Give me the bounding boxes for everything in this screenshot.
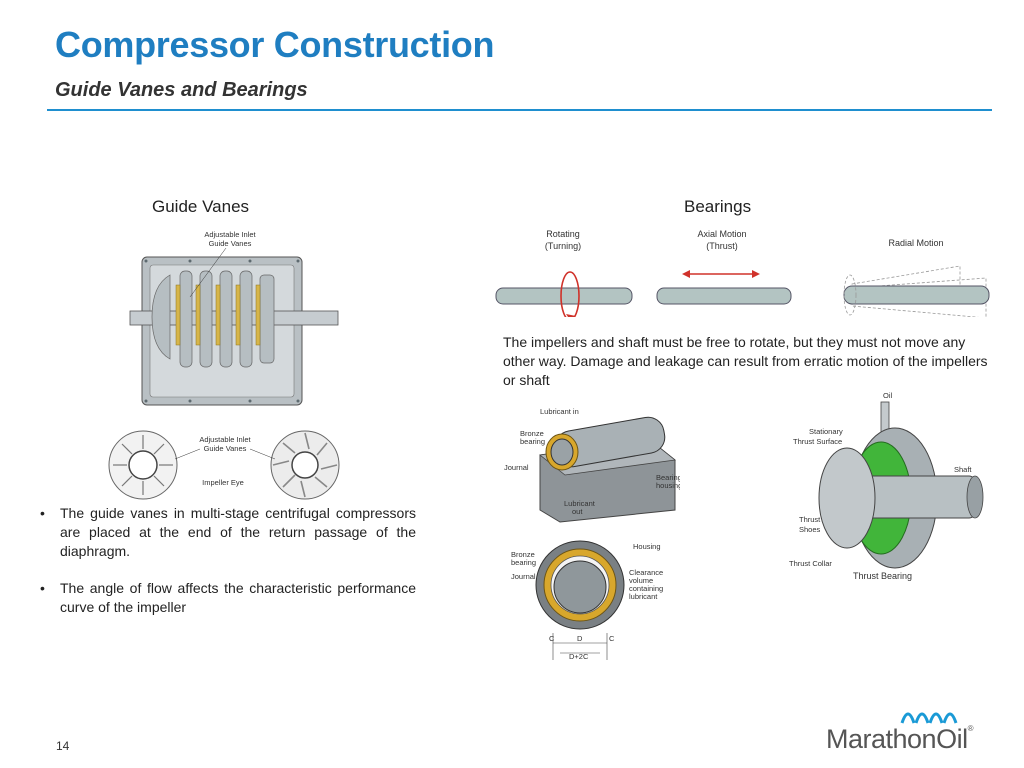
- svg-text:containing: containing: [629, 584, 663, 593]
- radial-label: Radial Motion: [888, 238, 943, 248]
- dim-d: D: [577, 634, 583, 643]
- svg-text:out: out: [572, 507, 583, 516]
- bullet-dot: •: [40, 580, 45, 596]
- bullet-text: The guide vanes in multi-stage centrifug…: [60, 505, 416, 559]
- axial-shaft: [656, 270, 792, 305]
- title-divider: [47, 109, 992, 111]
- section-journal-label: Journal: [511, 572, 536, 581]
- svg-text:volume: volume: [629, 576, 653, 585]
- shaft-label: Shaft: [954, 465, 972, 474]
- rotating-label-2: (Turning): [545, 241, 581, 251]
- rotating-label-1: Rotating: [546, 229, 580, 239]
- oil-label: Oil: [883, 391, 893, 400]
- marathon-oil-logo-text: MarathonOil®: [826, 724, 974, 755]
- left-vane-ring: [108, 430, 178, 500]
- stationary-label-1: Stationary: [809, 427, 843, 436]
- dim-c-left: C: [549, 634, 555, 643]
- gv-bottom-label-1: Adjustable Inlet: [199, 435, 251, 444]
- lubricant-in-label: Lubricant in: [540, 407, 579, 416]
- lubricant-out-label: Lubricant: [564, 499, 596, 508]
- thrust-bearing-label: Thrust Bearing: [853, 571, 912, 581]
- svg-text:housing: housing: [656, 481, 680, 490]
- journal-label: Journal: [504, 463, 529, 472]
- right-vane-ring: [270, 430, 340, 500]
- stationary-label-2: Thrust Surface: [793, 437, 842, 446]
- logo-registered-mark: ®: [967, 724, 974, 733]
- bearing-housing-label: Bearing: [656, 473, 680, 482]
- thrust-bearing-diagram: Oil Stationary Thrust Surface Shaft Thru…: [789, 391, 984, 581]
- bullet-angle-of-flow: • The angle of flow affects the characte…: [40, 579, 416, 617]
- gv-top-label-2: Guide Vanes: [209, 239, 252, 248]
- svg-text:lubricant: lubricant: [629, 592, 658, 601]
- svg-text:bearing: bearing: [511, 558, 536, 567]
- radial-shaft: [843, 265, 990, 317]
- svg-text:bearing: bearing: [520, 437, 545, 446]
- bullet-text: The angle of flow affects the characteri…: [60, 580, 416, 615]
- housing-label: Housing: [633, 542, 661, 551]
- journal-bearing-diagram: Lubricant in Bronze bearing Journal Bear…: [504, 407, 680, 523]
- clearance-label: Clearance: [629, 568, 663, 577]
- thrust-shoes-label-2: Shoes: [799, 525, 821, 534]
- gv-bottom-label-2: Guide Vanes: [204, 444, 247, 453]
- shaft-motion-diagram: Rotating (Turning) Axial Motion (Thrust)…: [495, 229, 990, 317]
- logo-name: MarathonOil: [826, 724, 968, 754]
- section-bronze-bearing-label: Bronze: [511, 550, 535, 559]
- rotating-shaft: [495, 271, 633, 317]
- guide-vane-rings-diagram: Adjustable Inlet Guide Vanes Impeller Ey…: [108, 430, 340, 500]
- compressor-cross-section-diagram: Adjustable Inlet Guide Vanes: [129, 230, 339, 406]
- bearings-description: The impellers and shaft must be free to …: [503, 334, 988, 388]
- dim-c-right: C: [609, 634, 615, 643]
- axial-label-1: Axial Motion: [697, 229, 746, 239]
- page-title: Compressor Construction: [55, 24, 495, 65]
- bullet-guide-vanes-placement: • The guide vanes in multi-stage centrif…: [40, 504, 416, 561]
- page-subtitle: Guide Vanes and Bearings: [55, 79, 308, 101]
- page-number: 14: [56, 739, 70, 753]
- bullet-dot: •: [40, 505, 45, 521]
- thrust-collar-label: Thrust Collar: [789, 559, 832, 568]
- axial-label-2: (Thrust): [706, 241, 738, 251]
- impeller-eye-label: Impeller Eye: [202, 478, 244, 487]
- gv-top-label-1: Adjustable Inlet: [204, 230, 256, 239]
- bearings-heading: Bearings: [684, 197, 752, 216]
- marathon-oil-logo-mark: [900, 712, 958, 724]
- dim-d2c: D+2C: [569, 652, 589, 660]
- bearing-cross-section-diagram: Housing Bronze bearing Journal Clearance…: [511, 540, 663, 660]
- thrust-shoes-label-1: Thrust: [799, 515, 821, 524]
- journal-bronze-bearing-label: Bronze: [520, 429, 544, 438]
- guide-vanes-heading: Guide Vanes: [152, 197, 250, 216]
